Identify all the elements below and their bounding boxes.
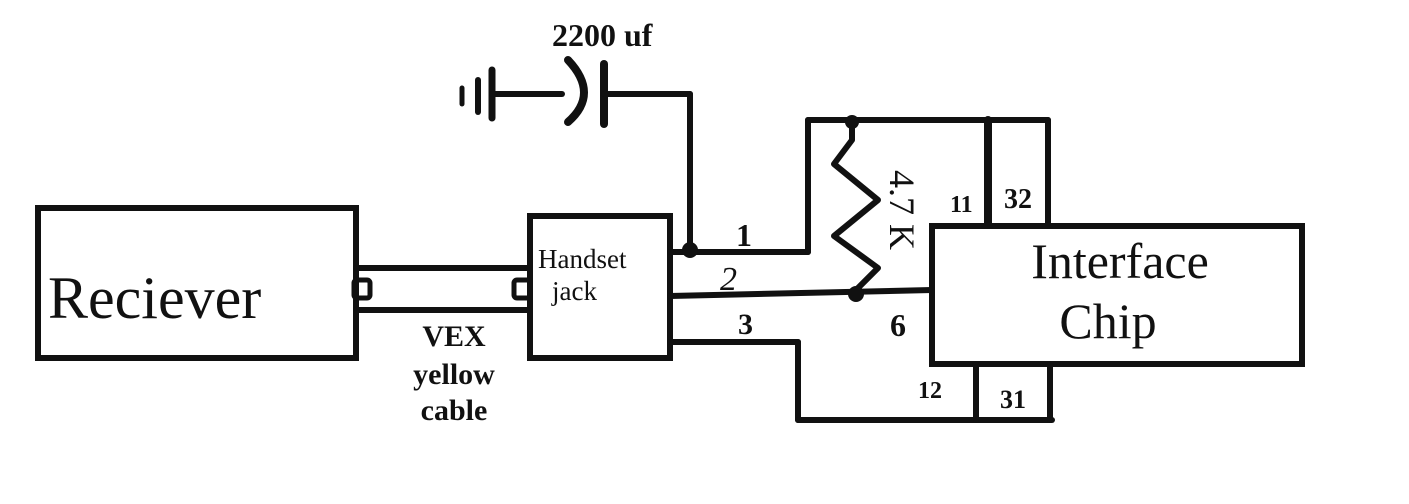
pin-label-12: 12: [918, 378, 942, 404]
pin-label-6: 6: [890, 307, 906, 343]
resistor-symbol: [831, 115, 881, 302]
capacitor-label: 2200 uf: [552, 17, 653, 53]
wire-3: [667, 339, 1055, 423]
chip-label-line2: Chip: [1059, 293, 1156, 349]
vex-cable: [351, 265, 533, 313]
pin-block-bottom: [973, 361, 1053, 423]
cable-label-line2: yellow: [413, 358, 495, 391]
capacitor-symbol: [564, 56, 693, 253]
wire-label-2: 2: [720, 261, 737, 298]
cable-label-line1: VEX: [422, 320, 486, 353]
receiver-block: [35, 205, 359, 361]
pin-label-31: 31: [1000, 385, 1026, 414]
pin-label-32: 32: [1004, 184, 1032, 215]
ground-symbol: [459, 66, 565, 122]
resistor-label: 4.7 K: [882, 170, 922, 250]
cable-label-line3: cable: [421, 394, 488, 427]
chip-label-line1: Interface: [1031, 233, 1209, 289]
pin-block-top: [984, 116, 1051, 232]
wire-label-3: 3: [738, 308, 753, 341]
receiver-label: Reciever: [48, 265, 261, 331]
wire-label-1: 1: [736, 217, 752, 253]
handset-jack-block: [527, 213, 673, 361]
pin-label-11: 11: [950, 192, 973, 218]
wire-2: [667, 287, 935, 299]
handset-label-line2: jack: [551, 276, 597, 306]
handset-label-line1: Handset: [538, 244, 627, 274]
interface-chip-block: [929, 223, 1305, 367]
